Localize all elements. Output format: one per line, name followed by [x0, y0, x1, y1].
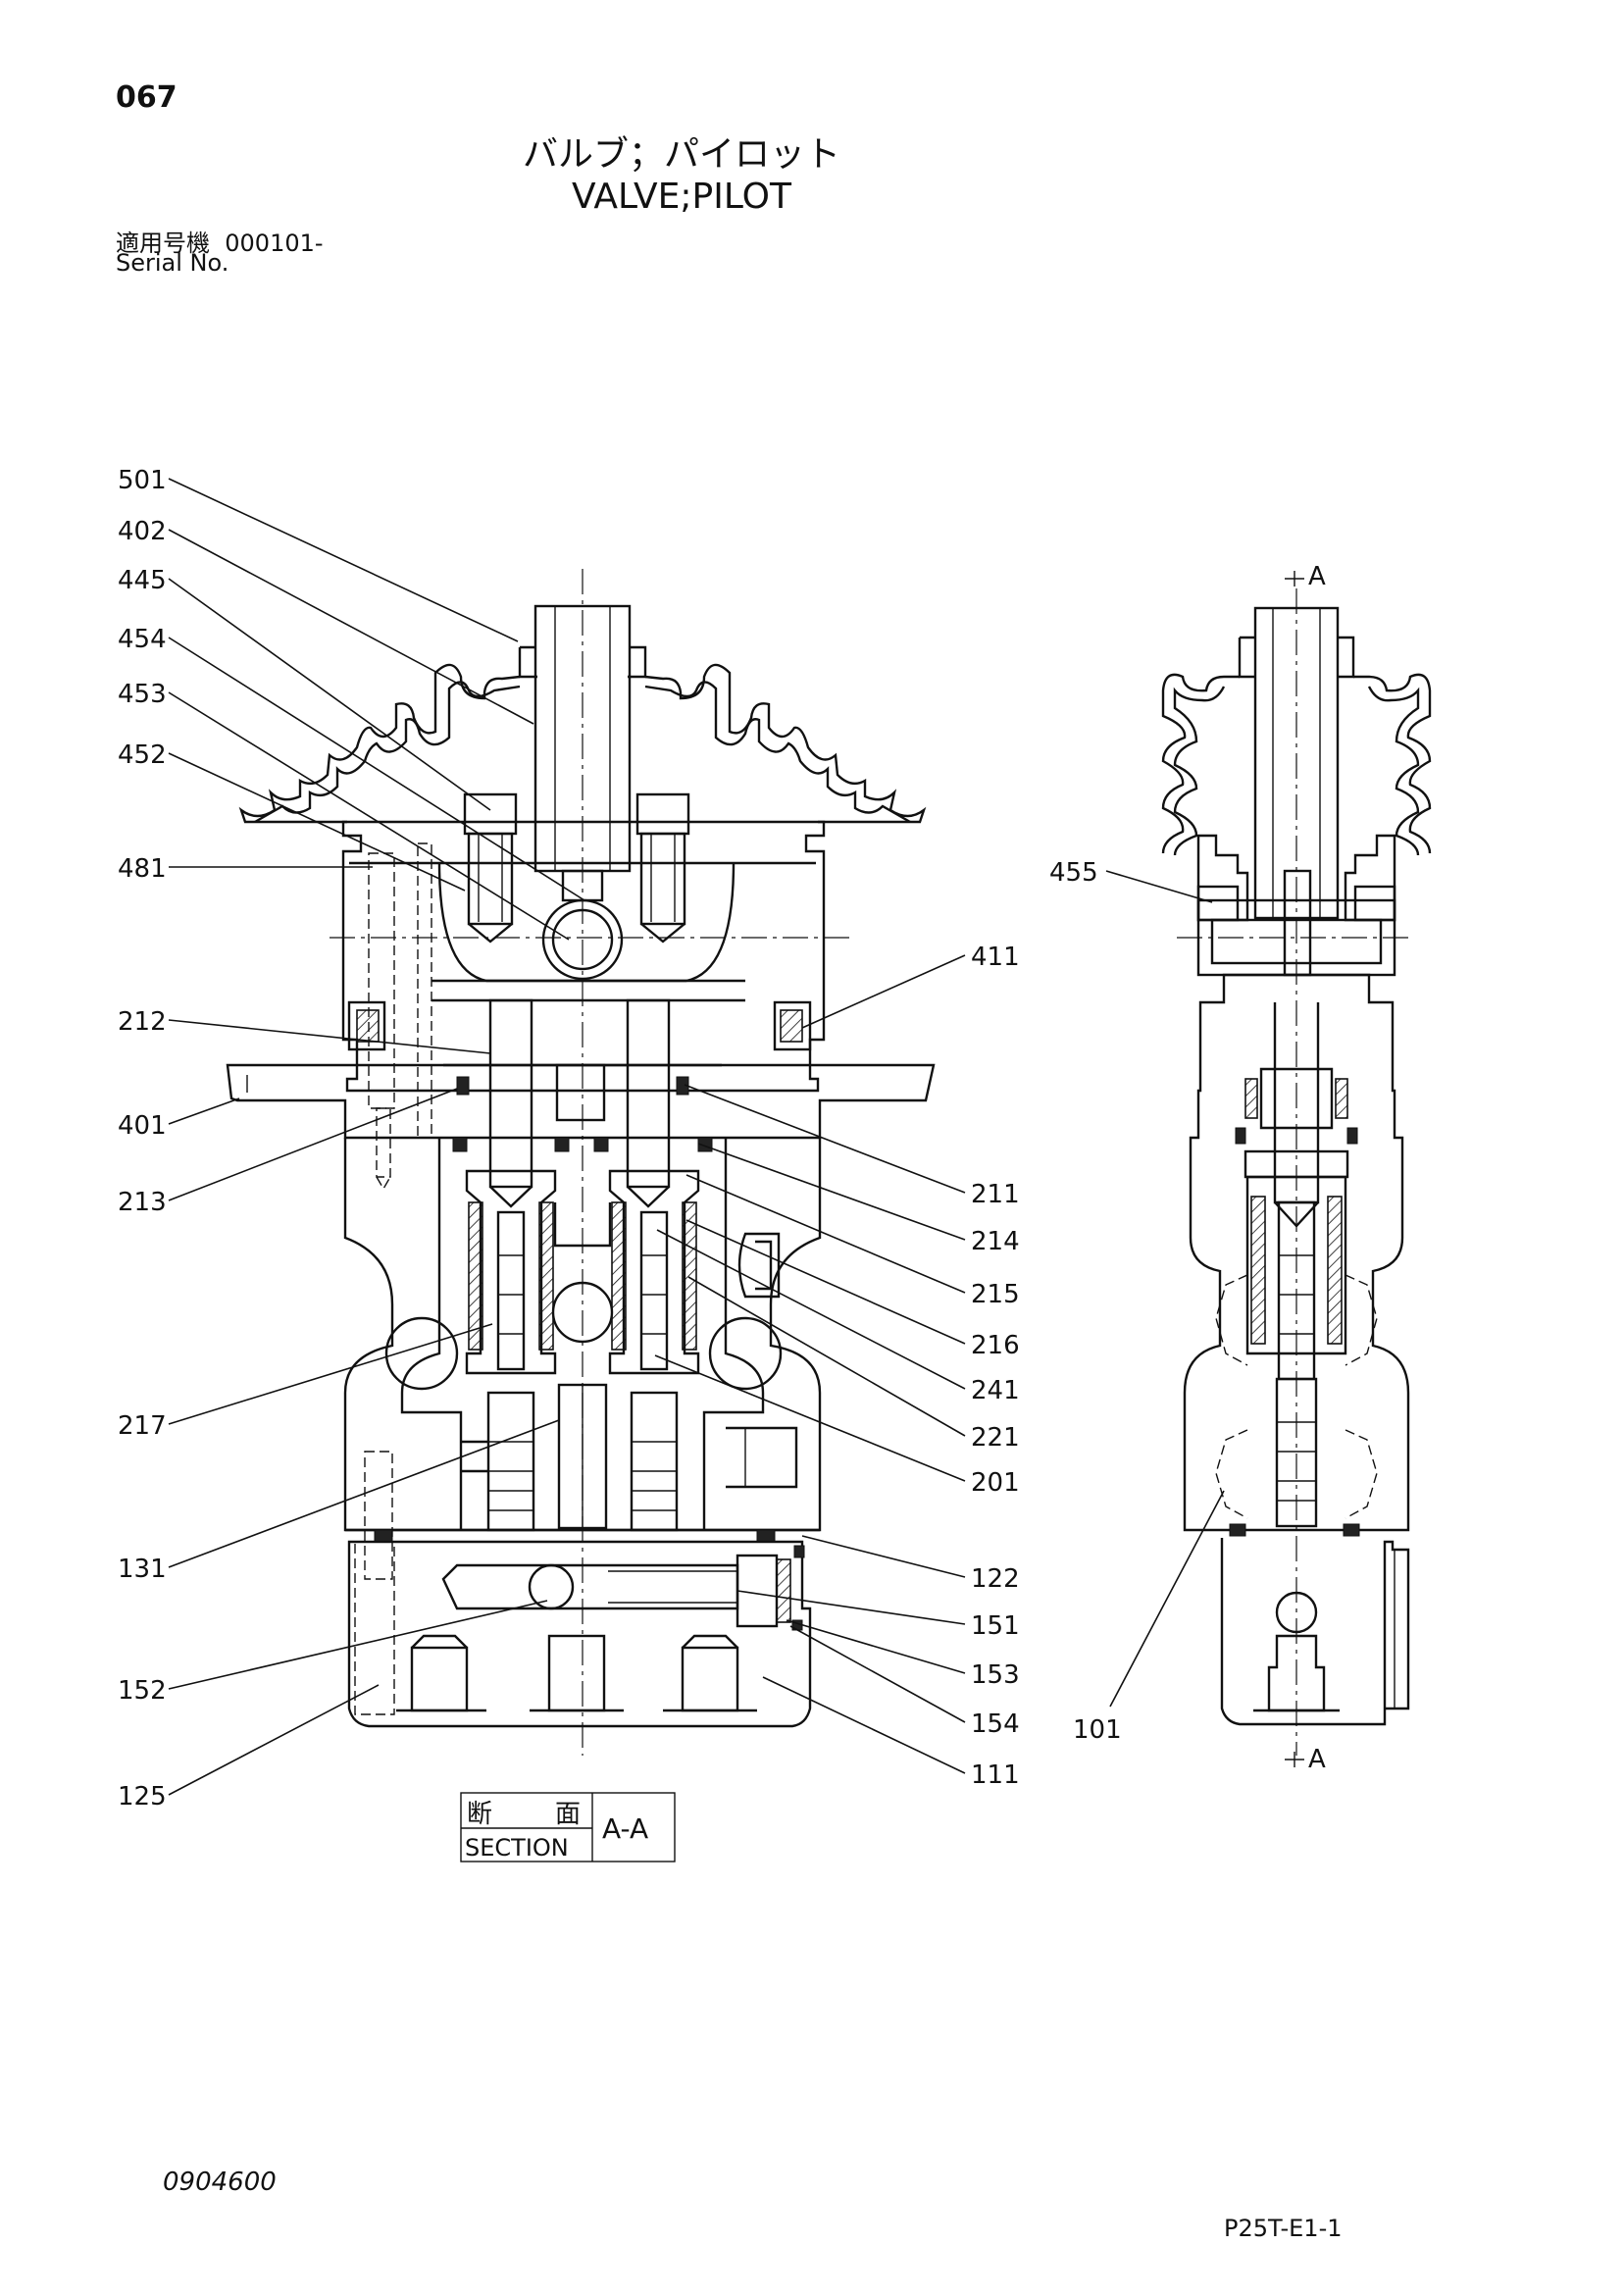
serial-row-japanese: 適用号機 000101- [116, 224, 324, 258]
callout-152: 152 [118, 1676, 167, 1706]
section-marker-bottom: A [1308, 1745, 1326, 1774]
callout-153: 153 [971, 1660, 1020, 1690]
callout-215: 215 [971, 1280, 1020, 1309]
callout-411: 411 [971, 943, 1020, 972]
callout-401: 401 [118, 1111, 167, 1141]
callout-217: 217 [118, 1411, 167, 1441]
title-japanese: バルブ；パイロット [522, 134, 840, 175]
serial-label-english: Serial No. [116, 249, 229, 277]
title-english: VALVE;PILOT [572, 177, 791, 217]
callout-131: 131 [118, 1555, 167, 1584]
section-label-en: SECTION [465, 1834, 569, 1862]
callout-labels: 501 402 445 454 453 452 481 212 401 213 … [118, 466, 1326, 1811]
section-box: 断 面 SECTION A-A [460, 1792, 676, 1862]
callout-151: 151 [971, 1611, 1020, 1641]
callout-212: 212 [118, 1007, 167, 1037]
callout-125: 125 [118, 1782, 167, 1811]
sheet-code: P25T-E1-1 [1224, 2215, 1343, 2242]
leader-lines [168, 478, 1225, 1796]
callout-501: 501 [118, 466, 167, 495]
callout-213: 213 [118, 1188, 167, 1217]
callout-481: 481 [118, 854, 167, 884]
callout-216: 216 [971, 1331, 1020, 1360]
serial-value: 000101- [225, 230, 324, 257]
side-view [1161, 571, 1432, 1767]
section-label-jp-2: 面 [555, 1800, 581, 1829]
page-number: 067 [116, 80, 178, 115]
callout-241: 241 [971, 1376, 1020, 1405]
callout-154: 154 [971, 1709, 1020, 1739]
callout-101: 101 [1073, 1715, 1122, 1745]
callout-402: 402 [118, 517, 167, 546]
callout-455: 455 [1049, 858, 1098, 888]
callout-211: 211 [971, 1180, 1020, 1209]
callout-122: 122 [971, 1564, 1020, 1594]
callout-445: 445 [118, 566, 167, 595]
section-label-jp-1: 断 [467, 1800, 492, 1829]
section-id: A-A [602, 1812, 648, 1845]
callout-201: 201 [971, 1468, 1020, 1498]
callout-214: 214 [971, 1227, 1020, 1256]
serial-label-japanese: 適用号機 [116, 230, 210, 257]
section-marker-top: A [1308, 562, 1326, 591]
document-number: 0904600 [163, 2168, 277, 2197]
main-section-view [226, 569, 936, 1756]
callout-111: 111 [971, 1760, 1020, 1790]
callout-221: 221 [971, 1423, 1020, 1453]
callout-453: 453 [118, 680, 167, 709]
callout-454: 454 [118, 625, 167, 654]
callout-452: 452 [118, 740, 167, 770]
